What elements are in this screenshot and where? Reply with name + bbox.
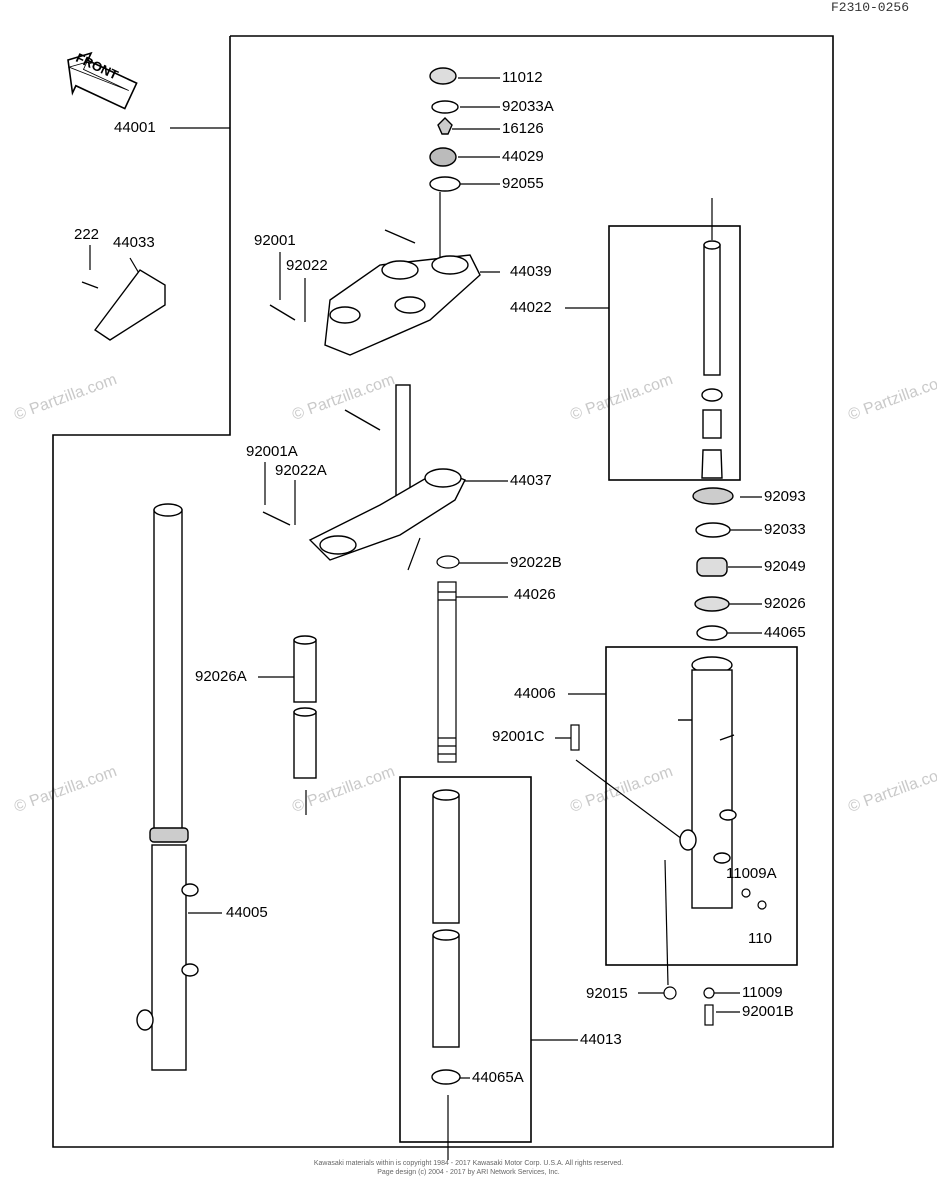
upper-bracket	[269, 229, 481, 356]
part-label-92055[interactable]: 92055	[502, 175, 544, 192]
part-label-44037[interactable]: 44037	[510, 472, 552, 489]
steering-stem	[262, 384, 466, 561]
part-label-11012[interactable]: 11012	[502, 69, 543, 86]
diagram-code: F2310-0256	[830, 0, 909, 15]
front-arrow-icon	[67, 51, 138, 110]
headlight-bracket	[81, 269, 166, 341]
outer-tube-box	[605, 646, 798, 966]
cap-assembly-box	[608, 225, 741, 481]
part-label-92049[interactable]: 92049	[764, 558, 806, 575]
part-label-16126[interactable]: 16126	[502, 120, 544, 137]
part-label-44022[interactable]: 44022	[510, 299, 552, 316]
assembly-frame	[52, 35, 834, 1148]
part-label-92033a[interactable]: 92033A	[502, 98, 554, 115]
part-label-11009a[interactable]: 11009A	[726, 865, 777, 882]
part-label-92093[interactable]: 92093	[764, 488, 806, 505]
part-label-92001a[interactable]: 92001A	[246, 443, 298, 460]
part-label-44033[interactable]: 44033	[113, 234, 155, 251]
part-label-44006[interactable]: 44006	[514, 685, 556, 702]
part-label-92001[interactable]: 92001	[254, 232, 296, 249]
part-label-44065[interactable]: 44065	[764, 624, 806, 641]
part-label-92033[interactable]: 92033	[764, 521, 806, 538]
inner-tube-center	[431, 789, 461, 1085]
part-label-92026a[interactable]: 92026A	[195, 668, 247, 685]
part-label-110[interactable]: 110	[748, 930, 772, 947]
part-label-44065a[interactable]: 44065A	[472, 1069, 524, 1086]
damper-rod	[701, 240, 723, 479]
footer-design: Page design (c) 2004 - 2017 by ARI Netwo…	[377, 1169, 560, 1176]
part-label-44013[interactable]: 44013	[580, 1031, 622, 1048]
outer-tube-right	[678, 656, 737, 909]
fork-spring	[436, 555, 460, 763]
part-label-44005[interactable]: 44005	[226, 904, 268, 921]
seals	[692, 487, 734, 641]
part-label-92022a[interactable]: 92022A	[275, 462, 327, 479]
part-label-92001c[interactable]: 92001C	[492, 728, 545, 745]
part-label-92015[interactable]: 92015	[586, 985, 628, 1002]
fork-assembly-left	[136, 503, 199, 1071]
part-label-44026[interactable]: 44026	[514, 586, 556, 603]
part-label-92022b[interactable]: 92022B	[510, 554, 562, 571]
part-label-222[interactable]: 222	[74, 226, 100, 243]
part-label-44039[interactable]: 44039	[510, 263, 552, 280]
fork-spacers	[293, 635, 317, 779]
part-label-44001[interactable]: 44001	[114, 119, 156, 136]
part-label-92026[interactable]: 92026	[764, 595, 806, 612]
part-label-44029[interactable]: 44029	[502, 148, 544, 165]
footer-copyright: Kawasaki materials within is copyright 1…	[313, 1160, 624, 1167]
part-label-11009[interactable]: 11009	[742, 984, 783, 1001]
part-label-92001b[interactable]: 92001B	[742, 1003, 794, 1020]
part-label-92022[interactable]: 92022	[286, 257, 328, 274]
inner-tube-box	[399, 776, 532, 1143]
